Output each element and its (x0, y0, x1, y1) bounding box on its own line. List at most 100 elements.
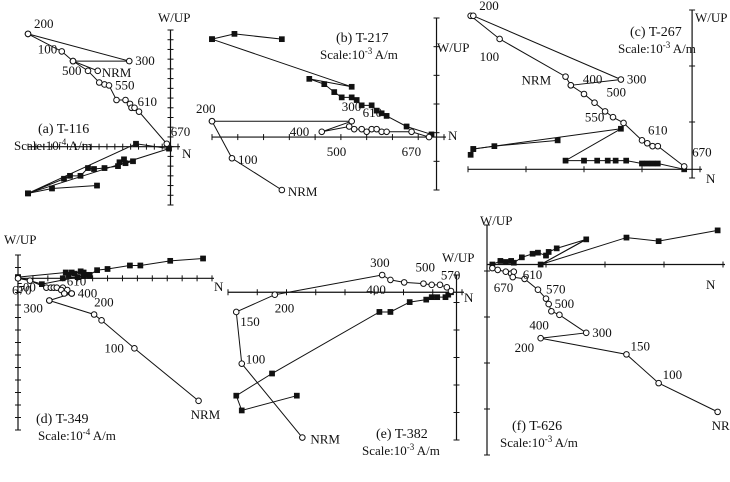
horizontal-projection-point (714, 227, 721, 234)
horizontal-projection-point (562, 157, 569, 164)
vertical-projection-point (238, 360, 246, 367)
step-label: 400 (583, 71, 603, 86)
scale-exponent: -4 (59, 137, 67, 147)
horizontal-projection-point (338, 94, 345, 101)
horizontal-projection-point (74, 274, 81, 281)
horizontal-projection-point (61, 175, 67, 182)
vertical-projection-point (14, 275, 22, 282)
vertical-projection-point (494, 266, 502, 274)
vertical-projection-point (69, 57, 77, 65)
vertical-projection-point (562, 73, 569, 80)
vertical-projection-point (649, 142, 656, 150)
vertical-projection-point (591, 99, 598, 106)
horizontal-projection-point (122, 160, 129, 167)
vertical-projection-point (387, 276, 394, 284)
horizontal-projection-point (116, 159, 123, 166)
vertical-projection-point (46, 297, 53, 304)
vertical-projection-point (195, 397, 202, 405)
horizontal-projection-point (167, 257, 174, 264)
vertical-projection-point (620, 119, 627, 127)
axis-label-wup: W/UP (480, 213, 513, 228)
vertical-projection-point (582, 329, 590, 337)
horizontal-projection-point (654, 160, 661, 167)
vertical-projection-point (84, 67, 92, 75)
horizontal-projection-point (383, 113, 390, 119)
horizontal-projection-point (59, 275, 66, 282)
horizontal-projection-point (67, 172, 73, 179)
vertical-projection-point (469, 12, 477, 20)
horizontal-projection-point (368, 102, 375, 109)
horizontal-projection-point (101, 165, 108, 171)
step-label: NRM (522, 73, 552, 88)
horizontal-projection-point (491, 143, 498, 149)
step-label: 100 (480, 49, 500, 64)
horizontal-projection-point (649, 160, 656, 167)
horizontal-projection-point (423, 296, 430, 303)
step-label: 300 (592, 325, 612, 340)
vertical-projection-point (510, 268, 518, 276)
vertical-projection-point (135, 108, 143, 115)
panel-title: (e) T-382 (376, 427, 428, 442)
horizontal-projection-point (233, 392, 240, 399)
vertical-projection-point (299, 434, 306, 441)
horizontal-projection-point (594, 157, 601, 164)
step-label: 570 (441, 267, 461, 282)
vertical-projection-point (68, 290, 76, 297)
vertical-projection-point (654, 142, 662, 150)
horizontal-projection-point (434, 294, 441, 301)
step-label: 100 (246, 352, 266, 367)
step-label: 550 (585, 110, 605, 125)
horizontal-projection-point (497, 258, 504, 264)
vertical-projection-point (363, 128, 370, 136)
vertical-projection-point (542, 295, 550, 302)
horizontal-projection-point (127, 262, 133, 269)
step-label: 100 (104, 340, 124, 355)
vertical-projection-point (105, 82, 113, 89)
scale-exponent: -4 (83, 427, 91, 437)
vertical-projection-point (383, 128, 390, 136)
vertical-projection-point (271, 291, 279, 299)
vertical-projection-point (567, 82, 575, 89)
step-label: 610 (67, 274, 87, 289)
panel-scale: Scale:10-4 A/m (38, 427, 116, 443)
horizontal-projection-point (581, 157, 587, 164)
horizontal-projection-point (49, 185, 55, 192)
vertical-projection-point (617, 76, 625, 83)
vertical-projection-point (509, 273, 517, 281)
horizontal-projection-point (293, 392, 300, 399)
axis-label-wup: W/UP (158, 10, 191, 25)
step-label: 300 (342, 99, 362, 114)
step-label: 200 (479, 0, 499, 13)
vertical-projection-point (447, 287, 455, 295)
vertical-projection-point (228, 154, 236, 162)
vertical-projection-point (638, 137, 646, 144)
horizontal-projection-point (77, 172, 84, 179)
solid-series-line (492, 229, 718, 266)
horizontal-projection-point (209, 36, 215, 43)
panel-scale: Scale:10-3 A/m (320, 46, 398, 62)
horizontal-projection-point (529, 250, 536, 257)
vertical-projection-point (436, 281, 444, 289)
horizontal-projection-point (269, 370, 275, 377)
panel-scale: Scale:10-4 A/m (14, 137, 92, 153)
vertical-projection-point (131, 104, 138, 112)
vertical-projection-point (502, 268, 510, 276)
step-label: NRM (191, 407, 221, 422)
step-label: 100 (238, 152, 257, 167)
step-label: 200 (515, 340, 535, 355)
panel-title: (c) T-267 (630, 25, 682, 40)
open-series2-line (49, 300, 199, 402)
vertical-projection-point (545, 300, 552, 308)
vertical-projection-point (58, 48, 66, 55)
panel-title: (b) T-217 (336, 31, 389, 46)
axis-label-n: N (706, 277, 716, 292)
scale-exponent: -3 (407, 442, 415, 452)
step-label: 400 (366, 282, 386, 297)
step-label: 200 (34, 16, 54, 31)
